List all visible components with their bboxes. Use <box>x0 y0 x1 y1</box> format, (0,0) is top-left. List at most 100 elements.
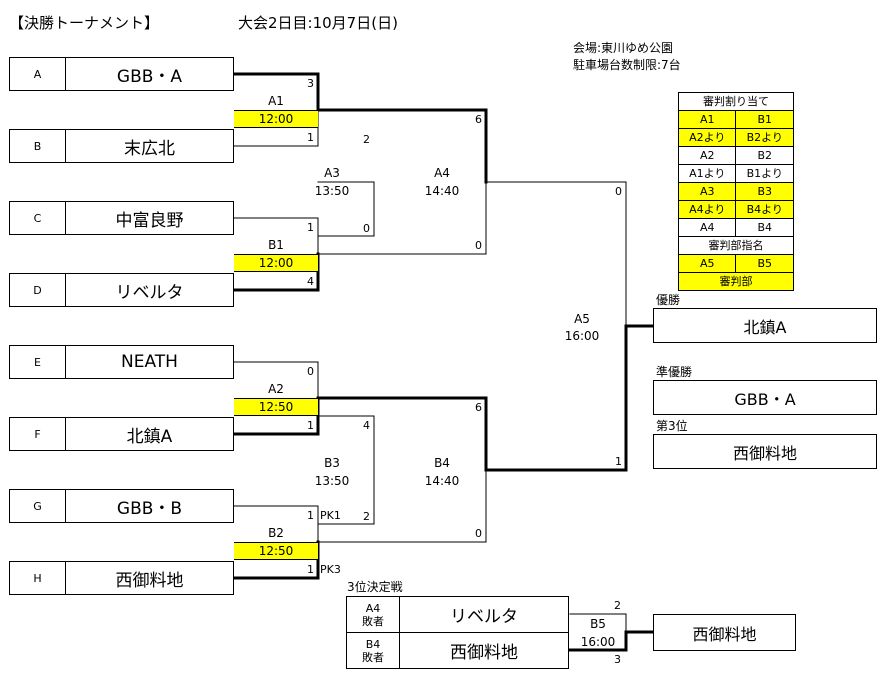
match-time-a1: 12:00 <box>234 110 318 128</box>
team-box-h: H 西御料地 <box>9 561 234 595</box>
third-place-title: 3位決定戦 <box>347 580 403 594</box>
ref-cell: A1より <box>677 164 737 183</box>
team-name: GBB・A <box>116 66 183 87</box>
team-code: F <box>10 418 66 450</box>
ref-cell: B1より <box>735 164 794 183</box>
score-b4-bottom: 0 <box>475 527 482 540</box>
team-code: D <box>10 274 66 306</box>
seed-note: 敗者 <box>362 614 384 628</box>
ref-cell: B4 <box>735 218 794 237</box>
match-label-b1: B1 <box>268 238 284 252</box>
team-code: A <box>10 58 66 90</box>
match-label-b4: B4 <box>434 456 450 470</box>
score-a3-bottom: 0 <box>363 222 370 235</box>
score-b3-top: 4 <box>363 419 370 432</box>
match-label-a2: A2 <box>268 382 284 396</box>
ref-cell: A3 <box>677 182 737 201</box>
ref-cell: A4より <box>677 200 737 219</box>
score-b2-top: 1 <box>307 509 314 522</box>
score-b4-top: 6 <box>475 401 482 414</box>
runner-up-box: GBB・A <box>653 380 877 415</box>
score-a5-bottom: 1 <box>615 455 622 468</box>
match-time-b2: 12:50 <box>234 542 318 560</box>
parking-text: 駐車場台数制限:7台 <box>573 58 681 72</box>
team-name: 北鎮A <box>126 426 173 447</box>
champion-box: 北鎮A <box>653 308 877 343</box>
ref-cell: A4 <box>677 218 737 237</box>
referee-designation: 審判部指名 <box>678 236 794 255</box>
score-b5-top: 2 <box>614 599 621 612</box>
score-a1-top: 3 <box>307 77 314 90</box>
team-name: リベルタ <box>115 282 184 303</box>
match-time-a5: 16:00 <box>564 329 600 343</box>
pk-b2-top: PK1 <box>320 509 341 522</box>
ref-cell: B1 <box>735 110 794 129</box>
ref-cell: B2より <box>735 128 794 147</box>
team-name: 末広北 <box>124 138 175 159</box>
page-title: 【決勝トーナメント】 <box>9 14 160 32</box>
ref-cell: B2 <box>735 146 794 165</box>
venue-text: 会場:東川ゆめ公園 <box>573 41 674 55</box>
match-time-a3: 13:50 <box>314 184 350 198</box>
team-box-b: B 末広北 <box>9 129 234 163</box>
team-code: C <box>10 202 66 234</box>
team-box-d: D リベルタ <box>9 273 234 307</box>
match-label-a4: A4 <box>434 166 450 180</box>
match-time-b3: 13:50 <box>314 474 350 488</box>
team-box-c: C 中富良野 <box>9 201 234 235</box>
team-box-g: G GBB・B <box>9 489 234 523</box>
team-code: B <box>10 130 66 162</box>
match-label-b5: B5 <box>590 617 606 631</box>
match-time-b4: 14:40 <box>424 474 460 488</box>
ref-cell: B4より <box>735 200 794 219</box>
match-label-a1: A1 <box>268 94 284 108</box>
team-name: NEATH <box>121 352 178 372</box>
score-b5-bottom: 3 <box>614 653 621 666</box>
team-name: 中富良野 <box>115 210 184 231</box>
event-date: 大会2日目:10月7日(日) <box>238 14 398 32</box>
match-label-a5: A5 <box>574 312 590 326</box>
match-time-a2: 12:50 <box>234 398 318 416</box>
ref-cell: A2 <box>677 146 737 165</box>
team-name: GBB・B <box>116 498 183 519</box>
score-b3-bottom: 2 <box>363 510 370 523</box>
score-a2-top: 0 <box>307 365 314 378</box>
pk-b2-bottom: PK3 <box>320 563 341 576</box>
team-box-e: E NEATH <box>9 345 234 379</box>
team-code: E <box>10 346 66 378</box>
referee-title: 審判割り当て <box>678 92 794 111</box>
ref-cell: A2より <box>677 128 737 147</box>
referee-final: 審判部 <box>678 272 794 291</box>
seed-match: A4 <box>365 601 381 615</box>
score-a2-bottom: 1 <box>307 419 314 432</box>
ref-cell: A1 <box>677 110 737 129</box>
runner-up-label: 準優勝 <box>656 365 693 379</box>
ref-cell: B3 <box>735 182 794 201</box>
score-a3-top: 2 <box>363 133 370 146</box>
team-box-f: F 北鎮A <box>9 417 234 451</box>
score-a4-top: 6 <box>475 113 482 126</box>
team-code: H <box>10 562 66 594</box>
match-time-b1: 12:00 <box>234 254 318 272</box>
score-a1-bottom: 1 <box>307 131 314 144</box>
match-time-a4: 14:40 <box>424 184 460 198</box>
match-label-b3: B3 <box>324 456 340 470</box>
champion-label: 優勝 <box>656 293 681 307</box>
seed-note: 敗者 <box>362 650 384 664</box>
team-code: G <box>10 490 66 522</box>
third-box: 西御料地 <box>653 434 877 469</box>
score-b1-bottom: 4 <box>307 275 314 288</box>
third-match-winner-box: 西御料地 <box>653 614 796 651</box>
third-place-team-2: 西御料地 <box>399 632 569 669</box>
ref-cell: A5 <box>677 254 737 273</box>
team-box-a: A GBB・A <box>9 57 234 91</box>
team-name: 西御料地 <box>115 570 184 591</box>
third-place-team-1: リベルタ <box>399 596 569 633</box>
third-label: 第3位 <box>656 419 688 433</box>
match-label-a3: A3 <box>324 166 340 180</box>
